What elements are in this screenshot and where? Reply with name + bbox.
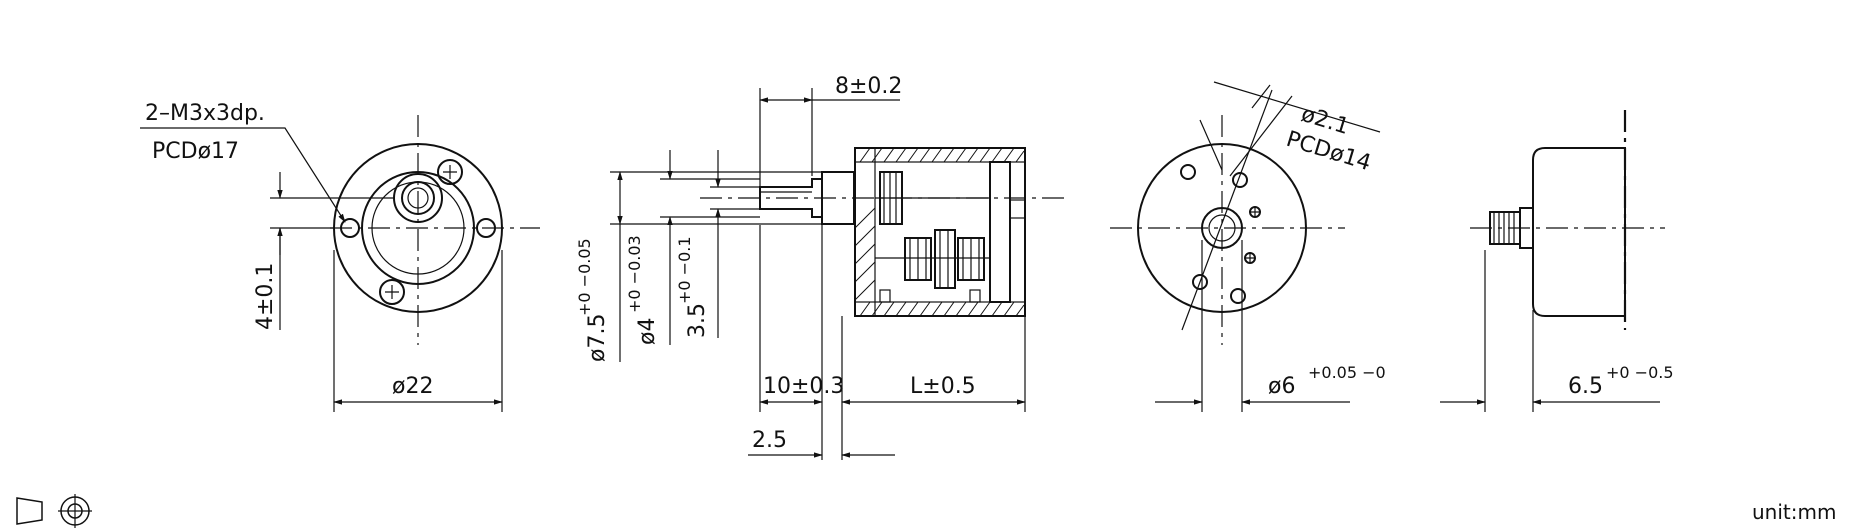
front-dim-diameter: ø22 (392, 374, 433, 399)
side-dim-flange-dia: ø7.5 (585, 314, 610, 362)
rear-dim-hub-tol: +0.05 −0 (1308, 363, 1386, 382)
front-dim-offset: 4±0.1 (253, 263, 278, 330)
rear-dim-hub: ø6 (1268, 374, 1295, 399)
unit-label: unit:mm (1752, 500, 1836, 524)
side-dim-shaft-length: 8±0.2 (835, 74, 902, 99)
side-dim-body-length: L±0.5 (910, 374, 976, 399)
end-view: 6.5 +0 −0.5 (1440, 110, 1674, 412)
side-dim-flange-dia-tol: +0 −0.05 (575, 238, 594, 316)
front-view: 2–M3x3dp. PCDø17 ø22 4±0.1 (140, 101, 540, 412)
side-dim-shaft-dia: ø4 (635, 318, 660, 345)
side-dim-flat-tol: +0 −0.1 (675, 236, 694, 304)
front-callout-pcd: PCDø17 (152, 139, 239, 164)
side-dim-boss: 10±0.3 (763, 374, 844, 399)
housing-hatch (854, 147, 1026, 317)
front-callout-thread: 2–M3x3dp. (145, 101, 265, 126)
side-dim-step: 2.5 (752, 428, 787, 453)
side-view: 8±0.2 ø7.5 +0 −0.05 ø4 +0 −0.03 3.5 +0 −… (575, 74, 1065, 460)
first-angle-projection-icon (16, 494, 92, 528)
rear-view: ø2.1 PCDø14 ø6 +0.05 −0 (1110, 81, 1386, 412)
side-dim-flat: 3.5 (685, 303, 710, 338)
end-dim-depth: 6.5 (1568, 374, 1603, 399)
side-dim-shaft-dia-tol: +0 −0.03 (625, 235, 644, 313)
end-dim-depth-tol: +0 −0.5 (1606, 363, 1674, 382)
